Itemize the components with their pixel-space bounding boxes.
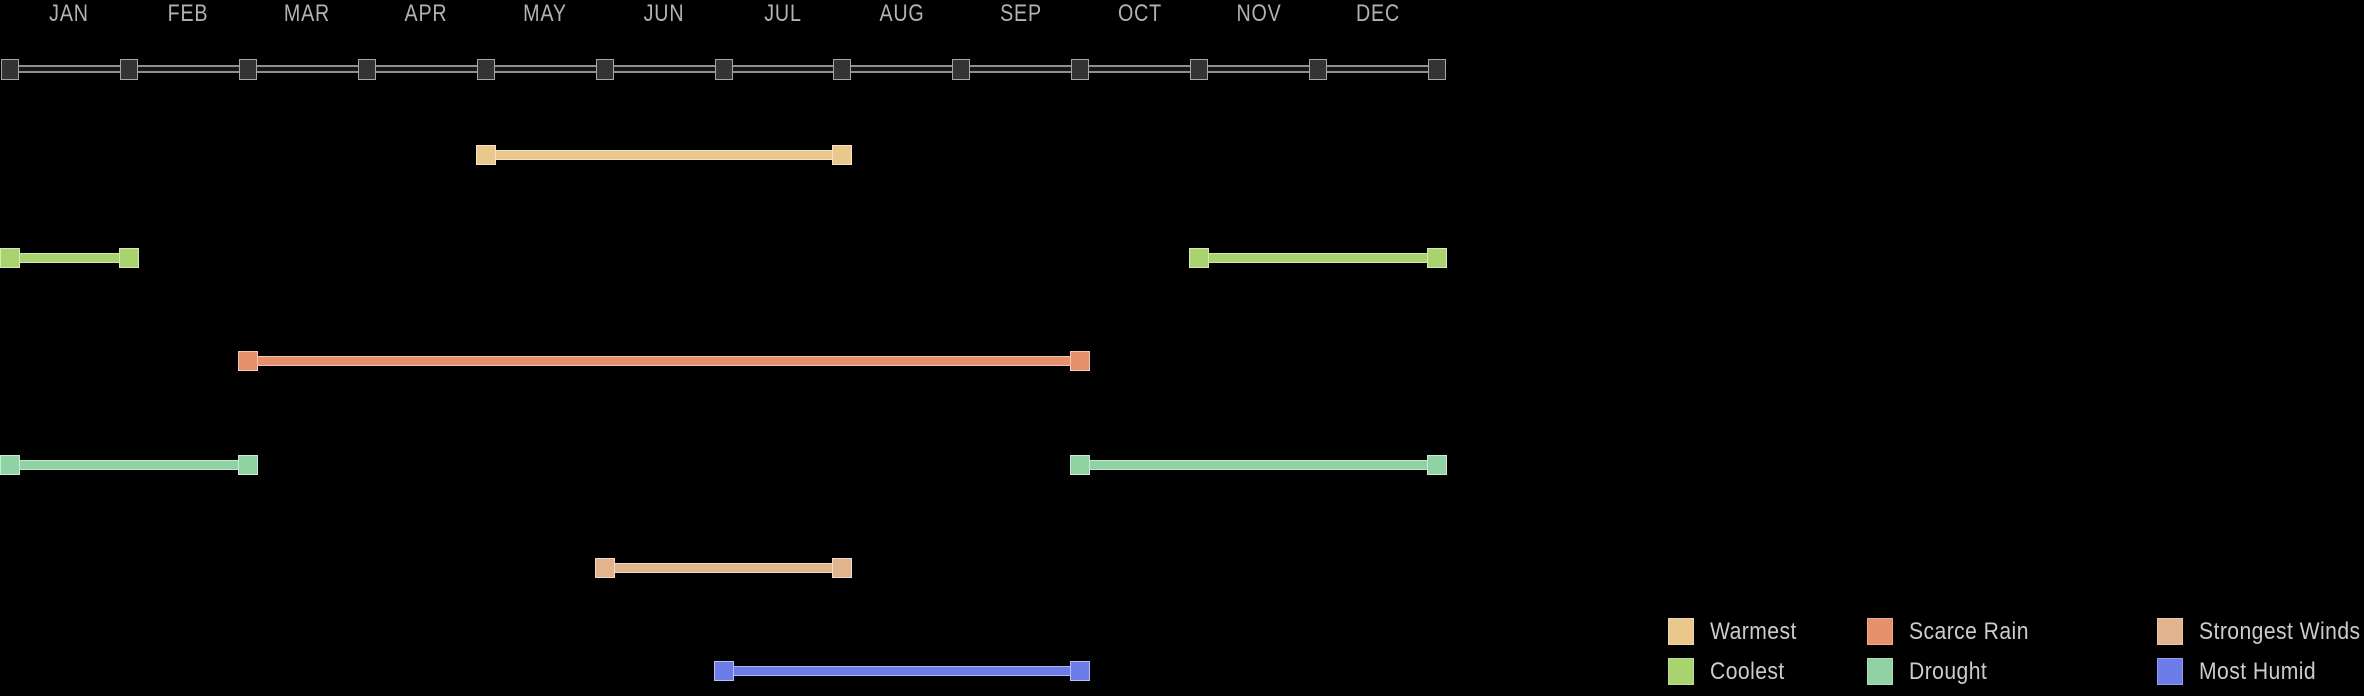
axis-tick	[595, 58, 614, 80]
month-label-oct: OCT	[1117, 0, 1162, 27]
bar-line	[9, 459, 249, 470]
month-label-dec: DEC	[1355, 0, 1400, 27]
month-label-apr: APR	[404, 0, 448, 27]
bar-endcap	[237, 454, 258, 475]
legend-swatch	[1867, 618, 1893, 645]
bar-line	[484, 150, 844, 160]
timeline-bar-coolest	[0, 248, 139, 269]
legend-label: Warmest	[1710, 617, 1797, 645]
legend-swatch	[2157, 618, 2183, 645]
legend-label: Most Humid	[2199, 657, 2317, 685]
bar-endcap	[0, 248, 20, 269]
axis-tick	[238, 58, 257, 80]
bar-endcap	[713, 661, 734, 681]
bar-line	[722, 666, 1082, 676]
bar-endcap	[832, 145, 853, 165]
bar-endcap	[1189, 248, 1210, 269]
bar-endcap	[1426, 248, 1447, 269]
bar-line	[1198, 253, 1438, 264]
axis-tick	[1309, 58, 1328, 80]
legend-swatch	[2157, 658, 2183, 685]
legend-label: Strongest Winds	[2199, 617, 2361, 645]
legend-label: Coolest	[1710, 657, 1785, 685]
month-label-may: MAY	[523, 0, 567, 27]
legend-swatch	[1867, 658, 1893, 685]
axis-tick	[714, 58, 733, 80]
axis-tick	[952, 58, 971, 80]
month-label-jul: JUL	[764, 0, 802, 27]
bar-line	[9, 253, 130, 264]
bar-endcap	[237, 351, 258, 372]
timeline-bar-drought	[1070, 454, 1447, 475]
month-label-feb: FEB	[168, 0, 209, 27]
axis-tick	[357, 58, 376, 80]
timeline-bar-drought	[0, 454, 258, 475]
legend-swatch	[1668, 658, 1694, 685]
timeline-bar-most-humid	[713, 661, 1091, 681]
axis-tick	[1428, 58, 1446, 80]
timeline-bar-strongest-winds	[594, 557, 853, 578]
axis-tick	[476, 58, 495, 80]
timeline-bar-scarce-rain	[237, 351, 1091, 372]
bar-endcap	[475, 145, 496, 165]
axis-tick	[833, 58, 852, 80]
legend-item-coolest: Coolest	[1668, 658, 1809, 685]
timeline-bar-coolest	[1189, 248, 1447, 269]
bar-line	[246, 356, 1082, 367]
month-label-jan: JAN	[49, 0, 90, 27]
timeline-bar-warmest	[475, 145, 853, 165]
axis-tick	[1190, 58, 1209, 80]
bar-endcap	[594, 557, 615, 578]
bar-endcap	[0, 454, 20, 475]
bar-endcap	[1427, 454, 1447, 475]
month-label-mar: MAR	[284, 0, 331, 27]
bar-line	[603, 562, 844, 573]
legend-item-drought: Drought	[1867, 658, 2045, 685]
bar-endcap	[832, 557, 853, 578]
legend-label: Scarce Rain	[1909, 617, 2029, 645]
bar-line	[1079, 459, 1438, 470]
bar-endcap	[1070, 661, 1091, 681]
axis-tick	[1, 58, 19, 80]
bar-endcap	[1070, 351, 1091, 372]
month-label-sep: SEP	[999, 0, 1042, 27]
legend-item-warmest: Warmest	[1668, 618, 1809, 645]
legend-item-strongest-winds: Strongest Winds	[2157, 618, 2364, 645]
month-label-nov: NOV	[1236, 0, 1282, 27]
month-label-jun: JUN	[643, 0, 685, 27]
axis-tick	[119, 58, 138, 80]
month-label-aug: AUG	[879, 0, 925, 27]
legend-label: Drought	[1909, 657, 1988, 685]
axis-tick	[1071, 58, 1090, 80]
legend-item-most-humid: Most Humid	[2157, 658, 2364, 685]
bar-endcap	[1070, 454, 1091, 475]
legend-swatch	[1668, 618, 1694, 645]
legend-item-scarce-rain: Scarce Rain	[1867, 618, 2045, 645]
bar-endcap	[118, 248, 139, 269]
